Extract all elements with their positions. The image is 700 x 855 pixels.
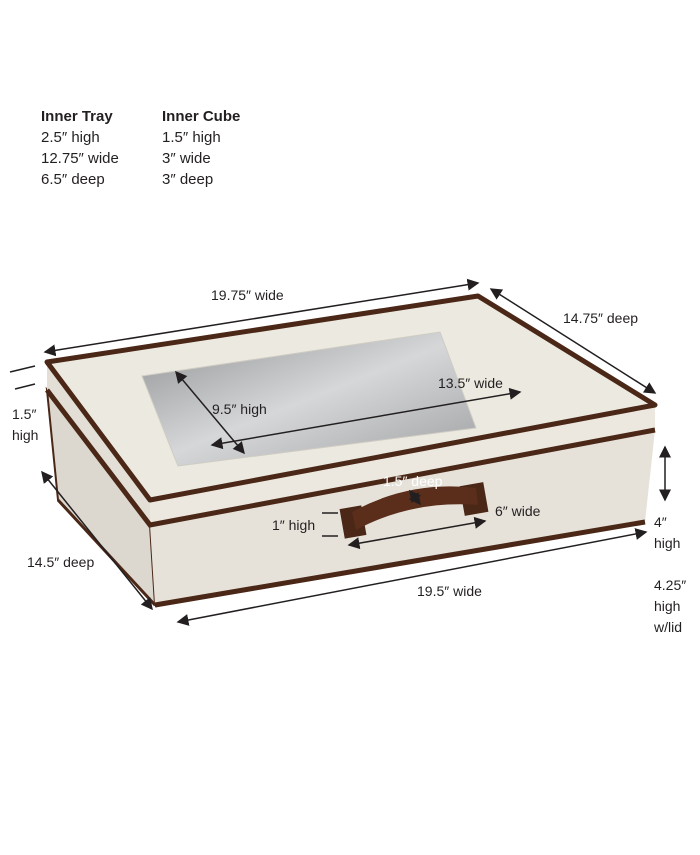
lid-height-label-1: 1.5″ <box>12 406 36 422</box>
lid-width-label: 19.75″ wide <box>211 287 284 303</box>
box-depth-arrow <box>41 470 153 611</box>
window-width-label: 13.5″ wide <box>438 375 503 391</box>
handle-depth-arrow <box>408 489 422 506</box>
total-height-label-3: w/lid <box>653 619 682 635</box>
inner-cube-width: 3″ wide <box>162 150 211 167</box>
inner-tray-width: 12.75″ wide <box>41 150 119 167</box>
lid-depth-label: 14.75″ deep <box>563 310 638 326</box>
inner-cube-specs: Inner Cube 1.5″ high 3″ wide 3″ deep <box>162 106 240 190</box>
dimension-arrows <box>9 278 671 626</box>
handle-width-label: 6″ wide <box>495 503 541 519</box>
inner-cube-depth: 3″ deep <box>162 171 214 188</box>
box-width-arrow <box>176 528 648 626</box>
inner-tray-height: 2.5″ high <box>41 129 100 146</box>
lid-depth-arrow <box>489 288 657 394</box>
inner-cube-title: Inner Cube <box>162 108 241 125</box>
total-height-label-2: high <box>654 598 680 614</box>
dimension-labels: 19.75″ wide 14.75″ deep 1.5″ high 13.5″ … <box>12 287 686 635</box>
handle-height-label: 1″ high <box>272 517 315 533</box>
box-width-label: 19.5″ wide <box>417 583 482 599</box>
box-height-label-1: 4″ <box>654 514 667 530</box>
window-width-arrow <box>210 387 522 450</box>
inner-tray-depth: 6.5″ deep <box>41 171 105 188</box>
lid-height-tick-bottom <box>14 383 36 390</box>
inner-cube-height: 1.5″ high <box>162 129 221 146</box>
lid-height-label-2: high <box>12 427 38 443</box>
window-height-label: 9.5″ high <box>212 401 267 417</box>
storage-box <box>44 293 658 608</box>
inner-tray-title: Inner Tray <box>41 108 113 125</box>
lid-front-band <box>150 405 655 525</box>
handle-depth-label: 1.5″ deep <box>383 473 443 489</box>
box-height-label-2: high <box>654 535 680 551</box>
lid-width-arrow <box>43 278 480 357</box>
inner-tray-specs: Inner Tray 2.5″ high 12.75″ wide 6.5″ de… <box>41 106 119 190</box>
lid-height-tick-top <box>9 365 36 373</box>
box-depth-label: 14.5″ deep <box>27 554 94 570</box>
total-height-label-1: 4.25″ <box>654 577 686 593</box>
